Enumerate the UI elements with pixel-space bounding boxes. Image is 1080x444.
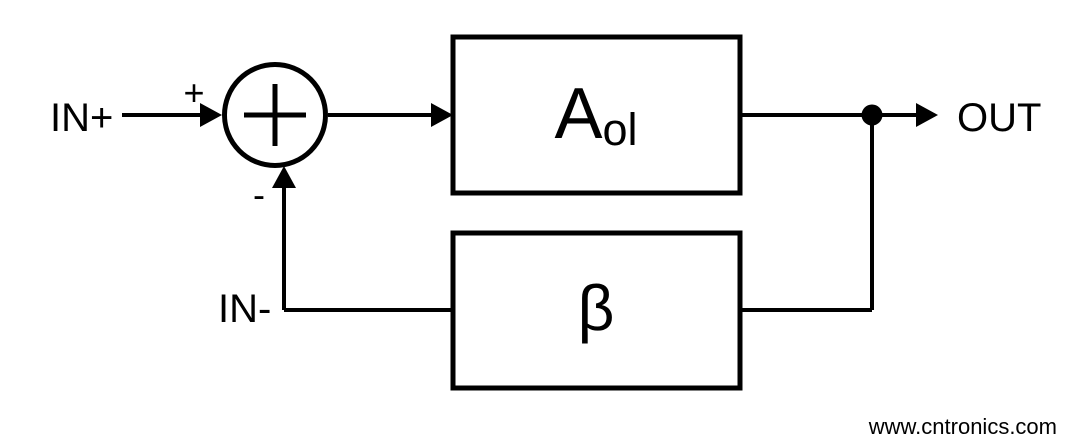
gain-block-symbol: A	[554, 74, 602, 154]
gain-block-label: Aol	[554, 74, 637, 155]
feedback-block-label: β	[578, 272, 615, 344]
input-negative-label: IN-	[218, 287, 271, 331]
watermark-text: www.cntronics.com	[868, 414, 1057, 439]
output-label: OUT	[957, 96, 1041, 140]
feedback-block-box	[450, 230, 743, 391]
summing-negative-sign-label: -	[253, 174, 265, 215]
gain-block-box	[450, 34, 743, 196]
gain-block-subscript: ol	[603, 104, 638, 155]
summing-positive-sign-label: +	[183, 72, 204, 113]
arrowhead-into-gain-block	[431, 103, 453, 127]
arrowhead-into-summing-bottom	[272, 166, 296, 188]
input-positive-label: IN+	[50, 96, 113, 140]
arrowhead-into-summing-junction	[200, 103, 222, 127]
arrowhead-output	[916, 103, 938, 127]
